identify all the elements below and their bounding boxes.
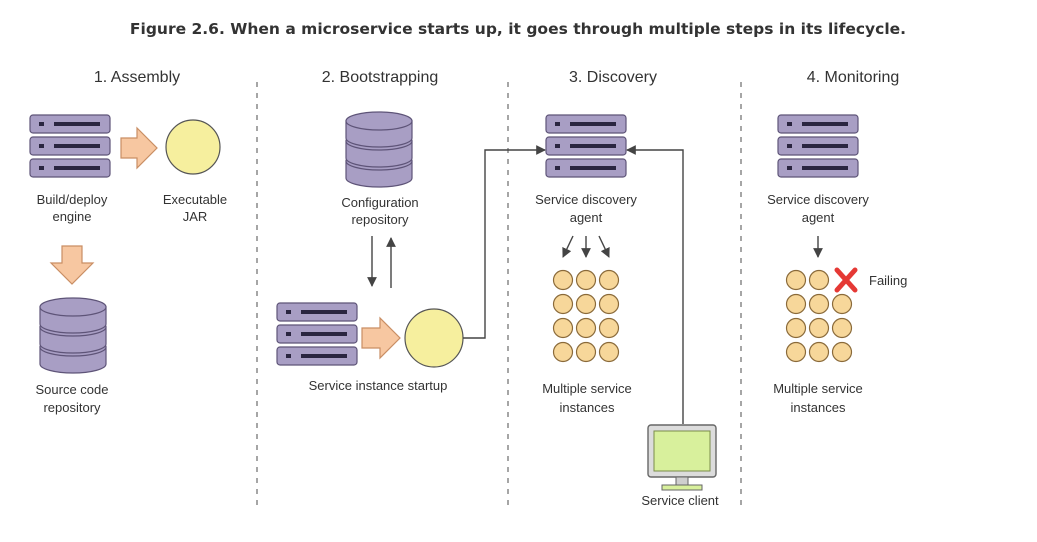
service-instance-circle — [831, 293, 853, 315]
config-repo-database-icon — [345, 111, 413, 188]
failing-label: Failing — [869, 273, 907, 288]
discovery-instances-label-2: instances — [560, 400, 615, 415]
monitor-agent-server-icon — [777, 114, 859, 178]
monitor-agent-label-1: Service discovery — [767, 192, 869, 207]
phase-title-monitoring: 4. Monitoring — [807, 69, 900, 86]
phase-title-bootstrapping: 2. Bootstrapping — [322, 69, 439, 86]
build-engine-label-2: engine — [52, 209, 91, 224]
phase-title-assembly: 1. Assembly — [94, 69, 180, 86]
build-engine-label-1: Build/deploy — [37, 192, 108, 207]
config-repo-label-2: repository — [351, 212, 409, 227]
discovery-agent-label-1: Service discovery — [535, 192, 637, 207]
service-instance-circle — [552, 317, 574, 339]
phase-dividers — [256, 82, 742, 505]
monitor-instances-label-1: Multiple service — [773, 381, 863, 396]
discovery-instances-grid — [552, 269, 620, 363]
service-client-monitor-icon — [647, 424, 717, 491]
server-unit — [276, 324, 358, 344]
source-repo-label-1: Source code — [36, 382, 109, 397]
phase-title-discovery: 3. Discovery — [569, 69, 657, 86]
service-instance-circle — [785, 341, 807, 363]
service-instance-circle — [552, 269, 574, 291]
service-instance-circle — [785, 269, 807, 291]
server-unit — [29, 114, 111, 134]
database-body — [39, 297, 107, 374]
executable-jar-icon — [165, 119, 221, 175]
source-repo-label-2: repository — [43, 400, 101, 415]
arrow-build-to-repo — [49, 245, 95, 285]
service-instance-circle — [575, 317, 597, 339]
monitor-instances-label-2: instances — [791, 400, 846, 415]
failing-x-icon — [834, 267, 858, 293]
executable-jar-label-2: JAR — [183, 209, 208, 224]
monitor-instances-grid — [785, 269, 853, 363]
server-unit — [545, 136, 627, 156]
service-instance-circle — [598, 269, 620, 291]
service-instance-circle — [831, 317, 853, 339]
server-unit — [777, 158, 859, 178]
executable-jar-label-1: Executable — [163, 192, 227, 207]
instance-startup-server-icon — [276, 302, 358, 366]
server-unit — [777, 136, 859, 156]
service-instance-circle — [552, 341, 574, 363]
server-unit — [29, 136, 111, 156]
service-instance-circle — [598, 293, 620, 315]
monitor-agent-label-2: agent — [802, 210, 835, 225]
server-unit — [276, 346, 358, 366]
service-instance-circle — [575, 293, 597, 315]
config-repo-label-1: Configuration — [341, 195, 418, 210]
server-unit — [777, 114, 859, 134]
service-instance-circle — [598, 317, 620, 339]
service-instance-circle — [552, 293, 574, 315]
discovery-instances-label-1: Multiple service — [542, 381, 632, 396]
server-unit — [276, 302, 358, 322]
database-body — [345, 111, 413, 188]
source-repo-database-icon — [39, 297, 107, 374]
arrow-server-to-instance — [361, 316, 401, 360]
service-instance-circle — [785, 293, 807, 315]
arrow-instance-to-discovery — [463, 145, 546, 339]
service-instance-circle — [808, 269, 830, 291]
service-instance-circle — [831, 341, 853, 363]
instance-startup-label: Service instance startup — [309, 378, 448, 393]
build-engine-server-icon — [29, 114, 111, 178]
service-instance-circle — [808, 293, 830, 315]
discovery-agent-server-icon — [545, 114, 627, 178]
service-instance-circle — [808, 317, 830, 339]
arrow-client-to-discovery — [626, 145, 684, 424]
running-instance-icon — [404, 308, 464, 368]
figure-caption: Figure 2.6. When a microservice starts u… — [130, 20, 906, 38]
discovery-fanout-arrows — [562, 235, 610, 258]
server-unit — [29, 158, 111, 178]
service-instance-circle — [598, 341, 620, 363]
service-instance-circle — [575, 269, 597, 291]
discovery-agent-label-2: agent — [570, 210, 603, 225]
service-instance-circle — [808, 341, 830, 363]
server-unit — [545, 158, 627, 178]
service-instance-circle — [575, 341, 597, 363]
arrow-build-to-jar — [120, 126, 158, 170]
server-unit — [545, 114, 627, 134]
service-client-label: Service client — [641, 493, 719, 508]
service-instance-circle — [785, 317, 807, 339]
